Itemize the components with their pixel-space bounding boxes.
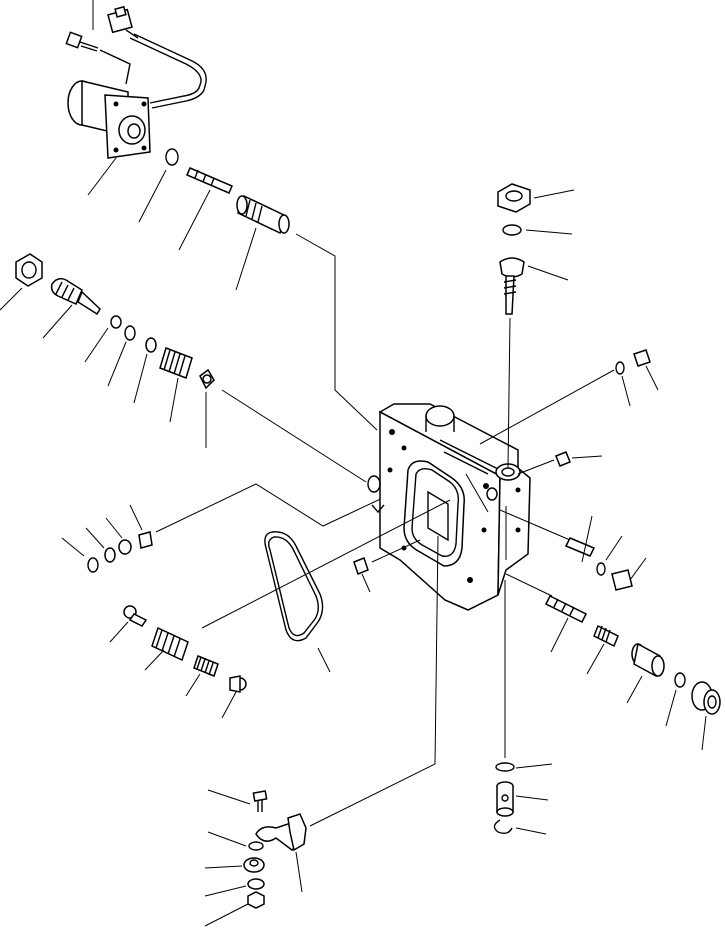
- o-ring-icon: [124, 325, 136, 341]
- plug-icon: [555, 451, 571, 467]
- spring-icon: [159, 347, 193, 379]
- lower-left-group: [109, 499, 451, 719]
- adjusting-screw-icon: [50, 277, 101, 316]
- valve-body: [367, 403, 531, 611]
- washer-icon: [247, 878, 265, 890]
- top-right-parts: [497, 183, 575, 315]
- o-ring-icon: [615, 361, 625, 375]
- right-upper-plugs: [479, 349, 659, 475]
- plug-icon: [353, 557, 369, 575]
- right-middle-parts: [499, 509, 721, 751]
- sleeve-icon: [631, 642, 665, 678]
- lever-icon: [255, 813, 307, 852]
- lock-nut-icon: [243, 857, 265, 873]
- left-adjuster-group: [0, 253, 215, 448]
- spring-seat-icon: [145, 337, 157, 353]
- bottom-center-parts: [493, 762, 553, 835]
- solenoid-valve-icon: [67, 80, 151, 159]
- plug-icon: [611, 569, 633, 591]
- mounting-bolt-icon: [65, 31, 99, 52]
- o-ring-icon: [502, 224, 522, 236]
- o-ring-icon: [674, 672, 686, 688]
- o-ring-icon: [495, 762, 515, 772]
- spool-icon: [544, 594, 588, 624]
- mounting-bolt-icon: [252, 790, 268, 812]
- spring-icon: [151, 626, 189, 662]
- spring-icon: [193, 655, 219, 677]
- lower-left-small-parts: [61, 504, 153, 573]
- retainer-icon: [199, 368, 215, 390]
- lock-nut-icon: [497, 183, 531, 213]
- harness-connector-icon: [107, 5, 139, 39]
- snap-ring-icon: [493, 819, 513, 835]
- o-ring-icon: [596, 562, 606, 576]
- retainer-icon: [118, 539, 132, 555]
- gasket-icon: [264, 531, 324, 642]
- plug-icon: [633, 349, 651, 367]
- lock-nut-icon: [15, 253, 43, 287]
- spool-icon: [186, 167, 233, 194]
- retainer-icon: [123, 605, 148, 627]
- o-ring-icon: [87, 557, 99, 573]
- washer-icon: [104, 547, 116, 563]
- sleeve-icon: [236, 194, 290, 235]
- plug-icon: [691, 681, 721, 715]
- lever-assembly: [204, 789, 307, 927]
- pin-icon: [564, 537, 596, 557]
- o-ring-icon: [165, 148, 179, 166]
- washer-icon: [110, 315, 122, 329]
- plug-icon: [138, 531, 153, 549]
- retainer-icon: [229, 675, 247, 693]
- spring-seat-icon: [496, 781, 514, 817]
- adjusting-screw-icon: [499, 257, 525, 315]
- lock-nut-icon: [247, 891, 265, 909]
- spring-icon: [593, 624, 619, 648]
- washer-icon: [248, 841, 264, 851]
- solenoid-assembly: [65, 0, 290, 291]
